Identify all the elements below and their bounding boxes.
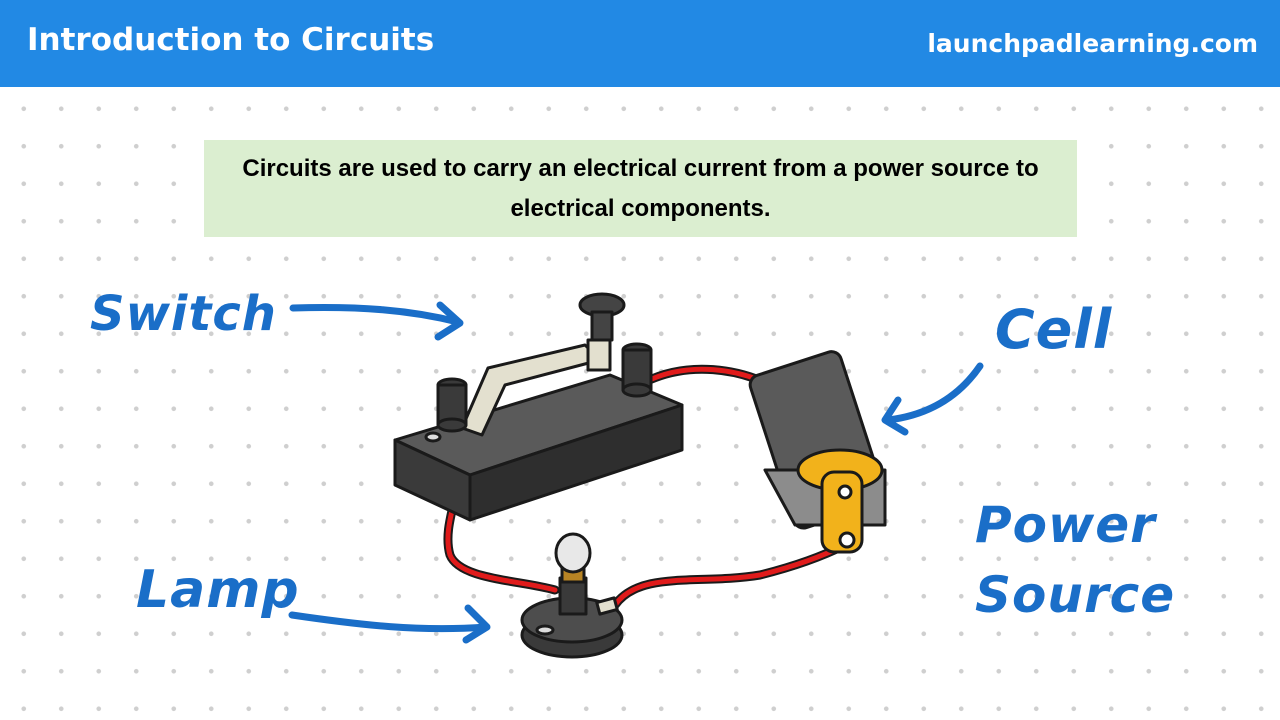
power-source-line2: Source [975, 566, 1176, 624]
lamp-label: Lamp [136, 560, 300, 620]
arrow-icon [288, 604, 491, 644]
lamp-illustration [520, 532, 624, 659]
switch-label: Switch [90, 286, 277, 342]
cell-label: Cell [995, 298, 1113, 361]
cell-illustration [748, 350, 887, 554]
arrow-icon [881, 362, 984, 436]
header-bar: Introduction to Circuits launchpadlearni… [0, 0, 1280, 87]
definition-callout: Circuits are used to carry an electrical… [204, 140, 1077, 237]
power-source-label: Power Source [975, 490, 1175, 630]
arrow-icon [289, 301, 464, 341]
switch-illustration [393, 292, 684, 522]
site-name: launchpadlearning.com [927, 29, 1258, 58]
page-title: Introduction to Circuits [27, 22, 435, 58]
definition-text: Circuits are used to carry an electrical… [242, 154, 1039, 222]
power-source-line1: Power [975, 496, 1156, 554]
